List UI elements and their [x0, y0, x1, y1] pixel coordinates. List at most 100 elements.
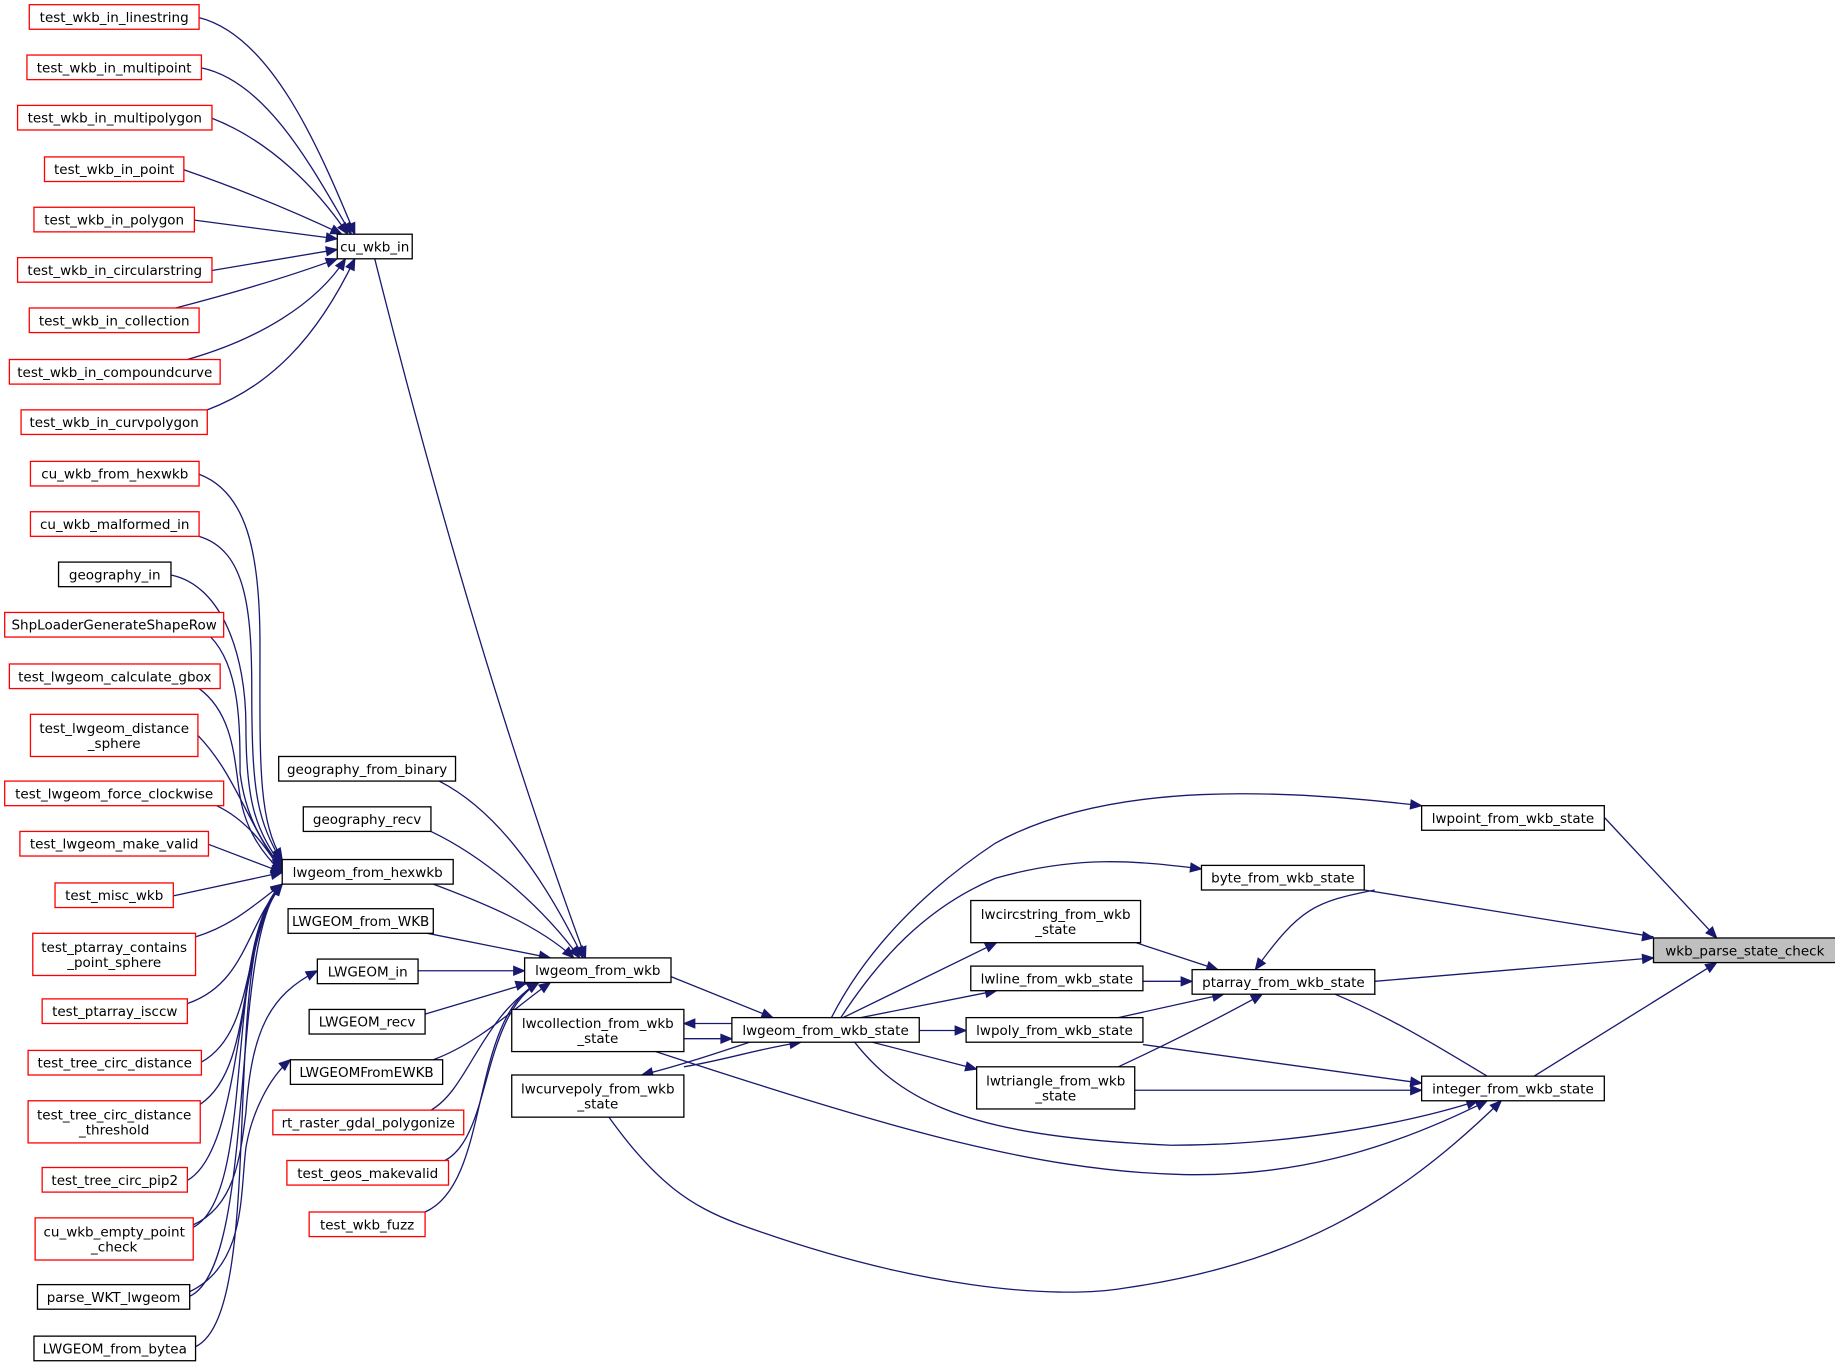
node-lwpoly-from-wkb-state[interactable]: lwpoly_from_wkb_state: [965, 1016, 1144, 1043]
arrowhead-icon: [1704, 961, 1718, 974]
call-edge-to-integer_from_wkb_state: [836, 1017, 1479, 1146]
node-box: [1652, 937, 1835, 964]
node-label: ptarray_from_wkb_state: [1202, 975, 1365, 991]
call-edge-to-lwgeom_from_wkb: [430, 830, 581, 959]
node-box: [316, 958, 419, 985]
node-label: test_wkb_in_collection: [39, 313, 190, 329]
arrowhead-icon: [983, 942, 998, 953]
node-test-wkb-in-circularstring[interactable]: test_wkb_in_circularstring: [16, 256, 213, 283]
node-box: [302, 806, 432, 833]
node-test-lwgeom-calculate-gbox[interactable]: test_lwgeom_calculate_gbox: [8, 663, 221, 690]
node-lwgeom-from-wkb[interactable]: lwgeom_from_wkb: [523, 957, 672, 984]
node-test-ptarray-isccw[interactable]: test_ptarray_isccw: [41, 998, 189, 1025]
call-edge-to-lwtriangle_from_wkb_state: [872, 1041, 977, 1070]
call-edge-to-ptarray_from_wkb_state: [1334, 993, 1488, 1077]
node-test-wkb-in-multipoint[interactable]: test_wkb_in_multipoint: [26, 54, 203, 81]
node-test-ptarray-contains-point-sphere[interactable]: test_ptarray_contains_point_sphere: [32, 932, 197, 977]
call-edge-to-ptarray_from_wkb_state: [1118, 993, 1224, 1019]
arrowhead-icon: [304, 970, 319, 981]
node-shploadergenerateshaperow[interactable]: ShpLoaderGenerateShapeRow: [4, 611, 225, 638]
node-label: _state: [576, 1097, 618, 1113]
call-edge-to-lwgeom_from_wkb: [444, 981, 540, 1162]
node-label: _check: [90, 1239, 137, 1255]
node-test-wkb-fuzz[interactable]: test_wkb_fuzz: [308, 1211, 426, 1238]
node-lwgeom-recv[interactable]: LWGEOM_recv: [308, 1008, 426, 1035]
node-parse-wkt-lwgeom[interactable]: parse_WKT_lwgeom: [36, 1283, 191, 1310]
node-label: geography_in: [69, 567, 161, 583]
call-edge-to-lwgeom_from_wkb: [433, 883, 575, 959]
node-test-wkb-in-multipolygon[interactable]: test_wkb_in_multipolygon: [16, 104, 213, 131]
call-edge-to-lwgeom_from_hexwkb: [198, 688, 283, 873]
node-label: test_wkb_in_curvpolygon: [29, 415, 198, 431]
call-edge-to-cu_wkb_in: [211, 117, 349, 235]
node-test-lwgeom-distance-sphere[interactable]: test_lwgeom_distance_sphere: [29, 713, 199, 758]
call-edge-to-lwgeom_from_hexwkb: [199, 883, 283, 1105]
node-test-geos-makevalid[interactable]: test_geos_makevalid: [286, 1159, 450, 1186]
node-lwtriangle-from-wkb-state[interactable]: lwtriangle_from_wkb_state: [975, 1066, 1136, 1110]
node-box: [4, 611, 225, 638]
call-edge-to-LWGEOM_in: [192, 970, 318, 1226]
node-box: [28, 4, 200, 30]
node-test-lwgeom-force-clockwise[interactable]: test_lwgeom_force_clockwise: [4, 780, 225, 807]
call-edge-to-cu_wkb_in: [207, 258, 356, 411]
node-test-wkb-in-curvpolygon[interactable]: test_wkb_in_curvpolygon: [20, 409, 208, 436]
node-box: [278, 755, 457, 782]
node-box: [28, 307, 200, 334]
node-cu-wkb-from-hexwkb[interactable]: cu_wkb_from_hexwkb: [29, 460, 200, 487]
node-label: test_wkb_in_multipolygon: [28, 111, 202, 127]
node-test-lwgeom-make-valid[interactable]: test_lwgeom_make_valid: [19, 830, 210, 857]
node-lwgeom-from-wkb-state[interactable]: lwgeom_from_wkb_state: [731, 1016, 920, 1043]
node-box: [1200, 864, 1365, 891]
node-geography-from-binary[interactable]: geography_from_binary: [278, 755, 457, 782]
node-test-wkb-in-polygon[interactable]: test_wkb_in_polygon: [33, 206, 196, 233]
node-lwgeom-in[interactable]: LWGEOM_in: [316, 958, 419, 985]
node-cu-wkb-malformed-in[interactable]: cu_wkb_malformed_in: [29, 511, 200, 537]
arrowhead-icon: [329, 224, 344, 235]
node-test-tree-circ-distance[interactable]: test_tree_circ_distance: [27, 1049, 203, 1076]
node-rt-raster-gdal-polygonize[interactable]: rt_raster_gdal_polygonize: [272, 1109, 465, 1136]
node-lwpoint-from-wkb-state[interactable]: lwpoint_from_wkb_state: [1420, 805, 1605, 831]
node-integer-from-wkb-state[interactable]: integer_from_wkb_state: [1420, 1075, 1605, 1102]
node-lwgeom-from-bytea[interactable]: LWGEOM_from_bytea: [33, 1335, 197, 1362]
node-lwcollection-from-wkb-state[interactable]: lwcollection_from_wkb_state: [511, 1008, 685, 1053]
node-box: [16, 104, 213, 131]
call-edge-to-lwcircstring_from_wkb_state: [842, 942, 997, 1019]
node-label: LWGEOM_in: [328, 964, 408, 980]
call-edge-to-lwgeom_from_wkb: [424, 983, 528, 1015]
node-test-wkb-in-collection[interactable]: test_wkb_in_collection: [28, 307, 200, 334]
node-lwgeom-from-wkb[interactable]: LWGEOM_from_WKB: [287, 908, 434, 934]
node-test-tree-circ-distance-threshold[interactable]: test_tree_circ_distance_threshold: [27, 1100, 201, 1144]
node-label: _state: [1034, 1088, 1076, 1104]
node-test-misc-wkb[interactable]: test_misc_wkb: [54, 882, 174, 909]
node-test-wkb-in-linestring[interactable]: test_wkb_in_linestring: [28, 4, 200, 30]
node-geography-in[interactable]: geography_in: [57, 561, 172, 588]
node-lwline-from-wkb-state[interactable]: lwline_from_wkb_state: [970, 965, 1144, 992]
node-box: [308, 1008, 426, 1035]
node-test-tree-circ-pip2[interactable]: test_tree_circ_pip2: [41, 1166, 189, 1193]
node-ptarray-from-wkb-state[interactable]: ptarray_from_wkb_state: [1191, 968, 1376, 995]
node-cu-wkb-in[interactable]: cu_wkb_in: [336, 233, 413, 260]
node-lwcurvepoly-from-wkb-state[interactable]: lwcurvepoly_from_wkb_state: [511, 1074, 685, 1118]
node-box: [16, 256, 213, 283]
node-lwgeomfromewkb[interactable]: LWGEOMFromEWKB: [289, 1059, 444, 1086]
node-lwcircstring-from-wkb-state[interactable]: lwcircstring_from_wkb_state: [970, 899, 1142, 944]
node-label: lwgeom_from_wkb: [535, 963, 660, 979]
node-lwgeom-from-hexwkb[interactable]: lwgeom_from_hexwkb: [281, 858, 454, 885]
node-label: test_tree_circ_distance: [37, 1107, 191, 1123]
node-cu-wkb-empty-point-check[interactable]: cu_wkb_empty_point_check: [34, 1217, 194, 1261]
node-byte-from-wkb-state[interactable]: byte_from_wkb_state: [1200, 864, 1365, 891]
node-box: [33, 1335, 197, 1362]
arrowhead-icon: [325, 232, 339, 243]
node-label: test_tree_circ_distance: [38, 1056, 192, 1072]
node-box: [43, 156, 185, 183]
node-box: [8, 358, 221, 385]
arrowhead-icon: [1409, 1076, 1423, 1087]
node-test-wkb-in-compoundcurve[interactable]: test_wkb_in_compoundcurve: [8, 358, 221, 385]
node-geography-recv[interactable]: geography_recv: [302, 806, 432, 833]
node-label: geography_from_binary: [287, 762, 447, 778]
arrowhead-icon: [513, 965, 526, 977]
node-test-wkb-in-point[interactable]: test_wkb_in_point: [43, 156, 185, 183]
node-wkb-parse-state-check[interactable]: wkb_parse_state_check: [1652, 937, 1835, 964]
call-edge-to-byte_from_wkb_state: [840, 861, 1202, 1018]
arrowhead-icon: [1641, 930, 1655, 942]
